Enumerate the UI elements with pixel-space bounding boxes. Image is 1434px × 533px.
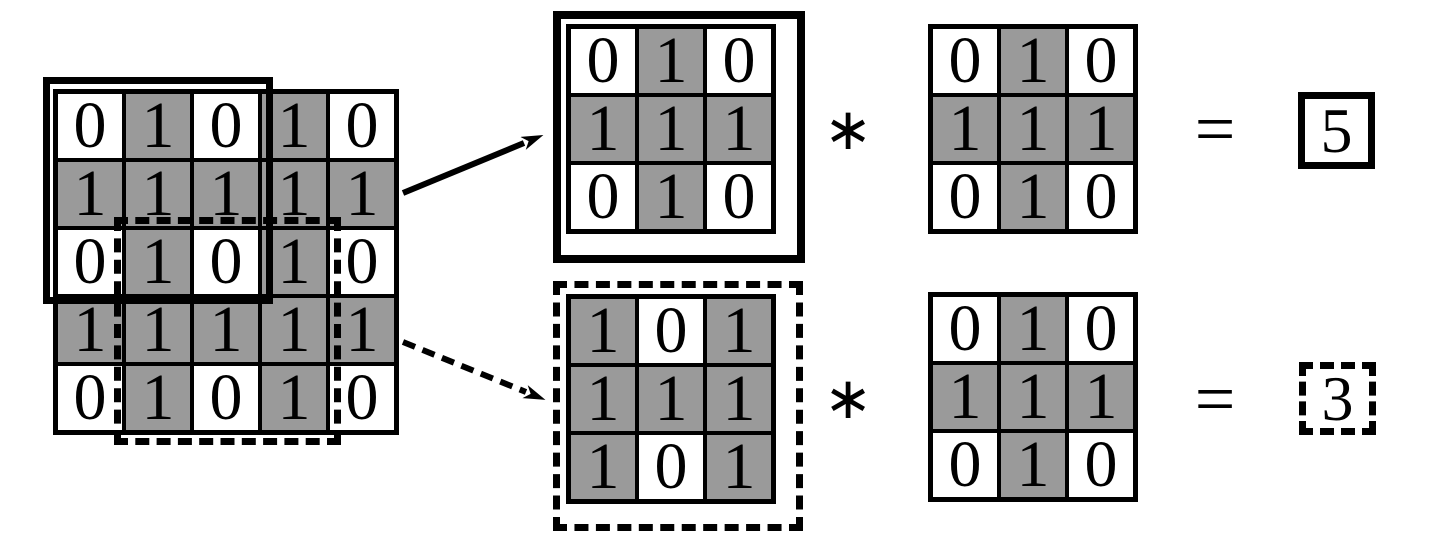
grid-cell: 1	[933, 364, 997, 430]
grid-cell: 0	[330, 93, 394, 159]
grid-cell: 1	[571, 434, 635, 500]
grid-cell: 0	[639, 298, 703, 364]
equals-sign-top: =	[1194, 88, 1236, 169]
grid-cell: 1	[1001, 28, 1065, 94]
grid-cell: 1	[58, 297, 122, 363]
patch-bottom-outline	[553, 281, 803, 531]
grid-cell: 1	[126, 229, 190, 295]
dashed-arrow	[401, 339, 546, 400]
convolution-operator-bottom: ∗	[823, 364, 873, 432]
grid-cell: 1	[58, 161, 122, 227]
grid-cell: 1	[933, 96, 997, 162]
window-top-outline	[43, 77, 273, 304]
grid-cell: 1	[330, 161, 394, 227]
grid-cell: 1	[1001, 296, 1065, 362]
grid-cell: 1	[126, 161, 190, 227]
grid-cell: 0	[571, 28, 635, 94]
grid-cell: 1	[571, 298, 635, 364]
grid-cell: 1	[707, 434, 771, 500]
grid-cell: 0	[933, 28, 997, 94]
solid-arrow	[401, 134, 544, 196]
result-box-bottom: 3	[1299, 362, 1376, 435]
grid-cell: 1	[1001, 164, 1065, 230]
grid-cell: 0	[194, 229, 258, 295]
grid-cell: 1	[1069, 96, 1133, 162]
grid-cell: 1	[1001, 364, 1065, 430]
grid-cell: 1	[262, 365, 326, 431]
grid-cell: 0	[194, 365, 258, 431]
grid-cell: 0	[571, 164, 635, 230]
grid-cell: 0	[933, 432, 997, 498]
grid-cell: 1	[639, 96, 703, 162]
grid-cell: 0	[1069, 432, 1133, 498]
grid-cell: 0	[1069, 296, 1133, 362]
grid-cell: 1	[639, 366, 703, 432]
grid-cell: 0	[58, 229, 122, 295]
grid-cell: 0	[1069, 164, 1133, 230]
grid-cell: 1	[707, 96, 771, 162]
grid-cell: 0	[933, 164, 997, 230]
grid-cell: 1	[571, 366, 635, 432]
grid-cell: 1	[639, 28, 703, 94]
window-bottom-outline	[114, 217, 341, 445]
grid-cell: 0	[58, 365, 122, 431]
grid-cell: 1	[1069, 364, 1133, 430]
grid-cell: 0	[707, 164, 771, 230]
grid-cell: 0	[194, 93, 258, 159]
grid-cell: 1	[639, 164, 703, 230]
grid-cell: 0	[1069, 28, 1133, 94]
grid-cell: 1	[126, 365, 190, 431]
grid-cell: 0	[707, 28, 771, 94]
grid-cell: 1	[126, 93, 190, 159]
patch-top-outline	[553, 11, 805, 263]
result-value-top: 5	[1320, 94, 1353, 166]
grid-cell: 0	[933, 296, 997, 362]
grid-cell: 1	[194, 297, 258, 363]
grid-cell: 1	[707, 298, 771, 364]
grid-cell: 1	[707, 366, 771, 432]
grid-cell: 0	[639, 434, 703, 500]
grid-cell: 1	[1001, 432, 1065, 498]
grid-cell: 1	[571, 96, 635, 162]
grid-cell: 0	[58, 93, 122, 159]
result-value-bottom: 3	[1321, 362, 1354, 434]
grid-cell: 1	[262, 297, 326, 363]
grid-cell: 1	[126, 297, 190, 363]
grid-cell: 1	[194, 161, 258, 227]
equals-sign-bottom: =	[1194, 358, 1236, 439]
convolution-operator-top: ∗	[823, 95, 873, 163]
grid-cell: 1	[1001, 96, 1065, 162]
result-box-top: 5	[1298, 92, 1375, 169]
